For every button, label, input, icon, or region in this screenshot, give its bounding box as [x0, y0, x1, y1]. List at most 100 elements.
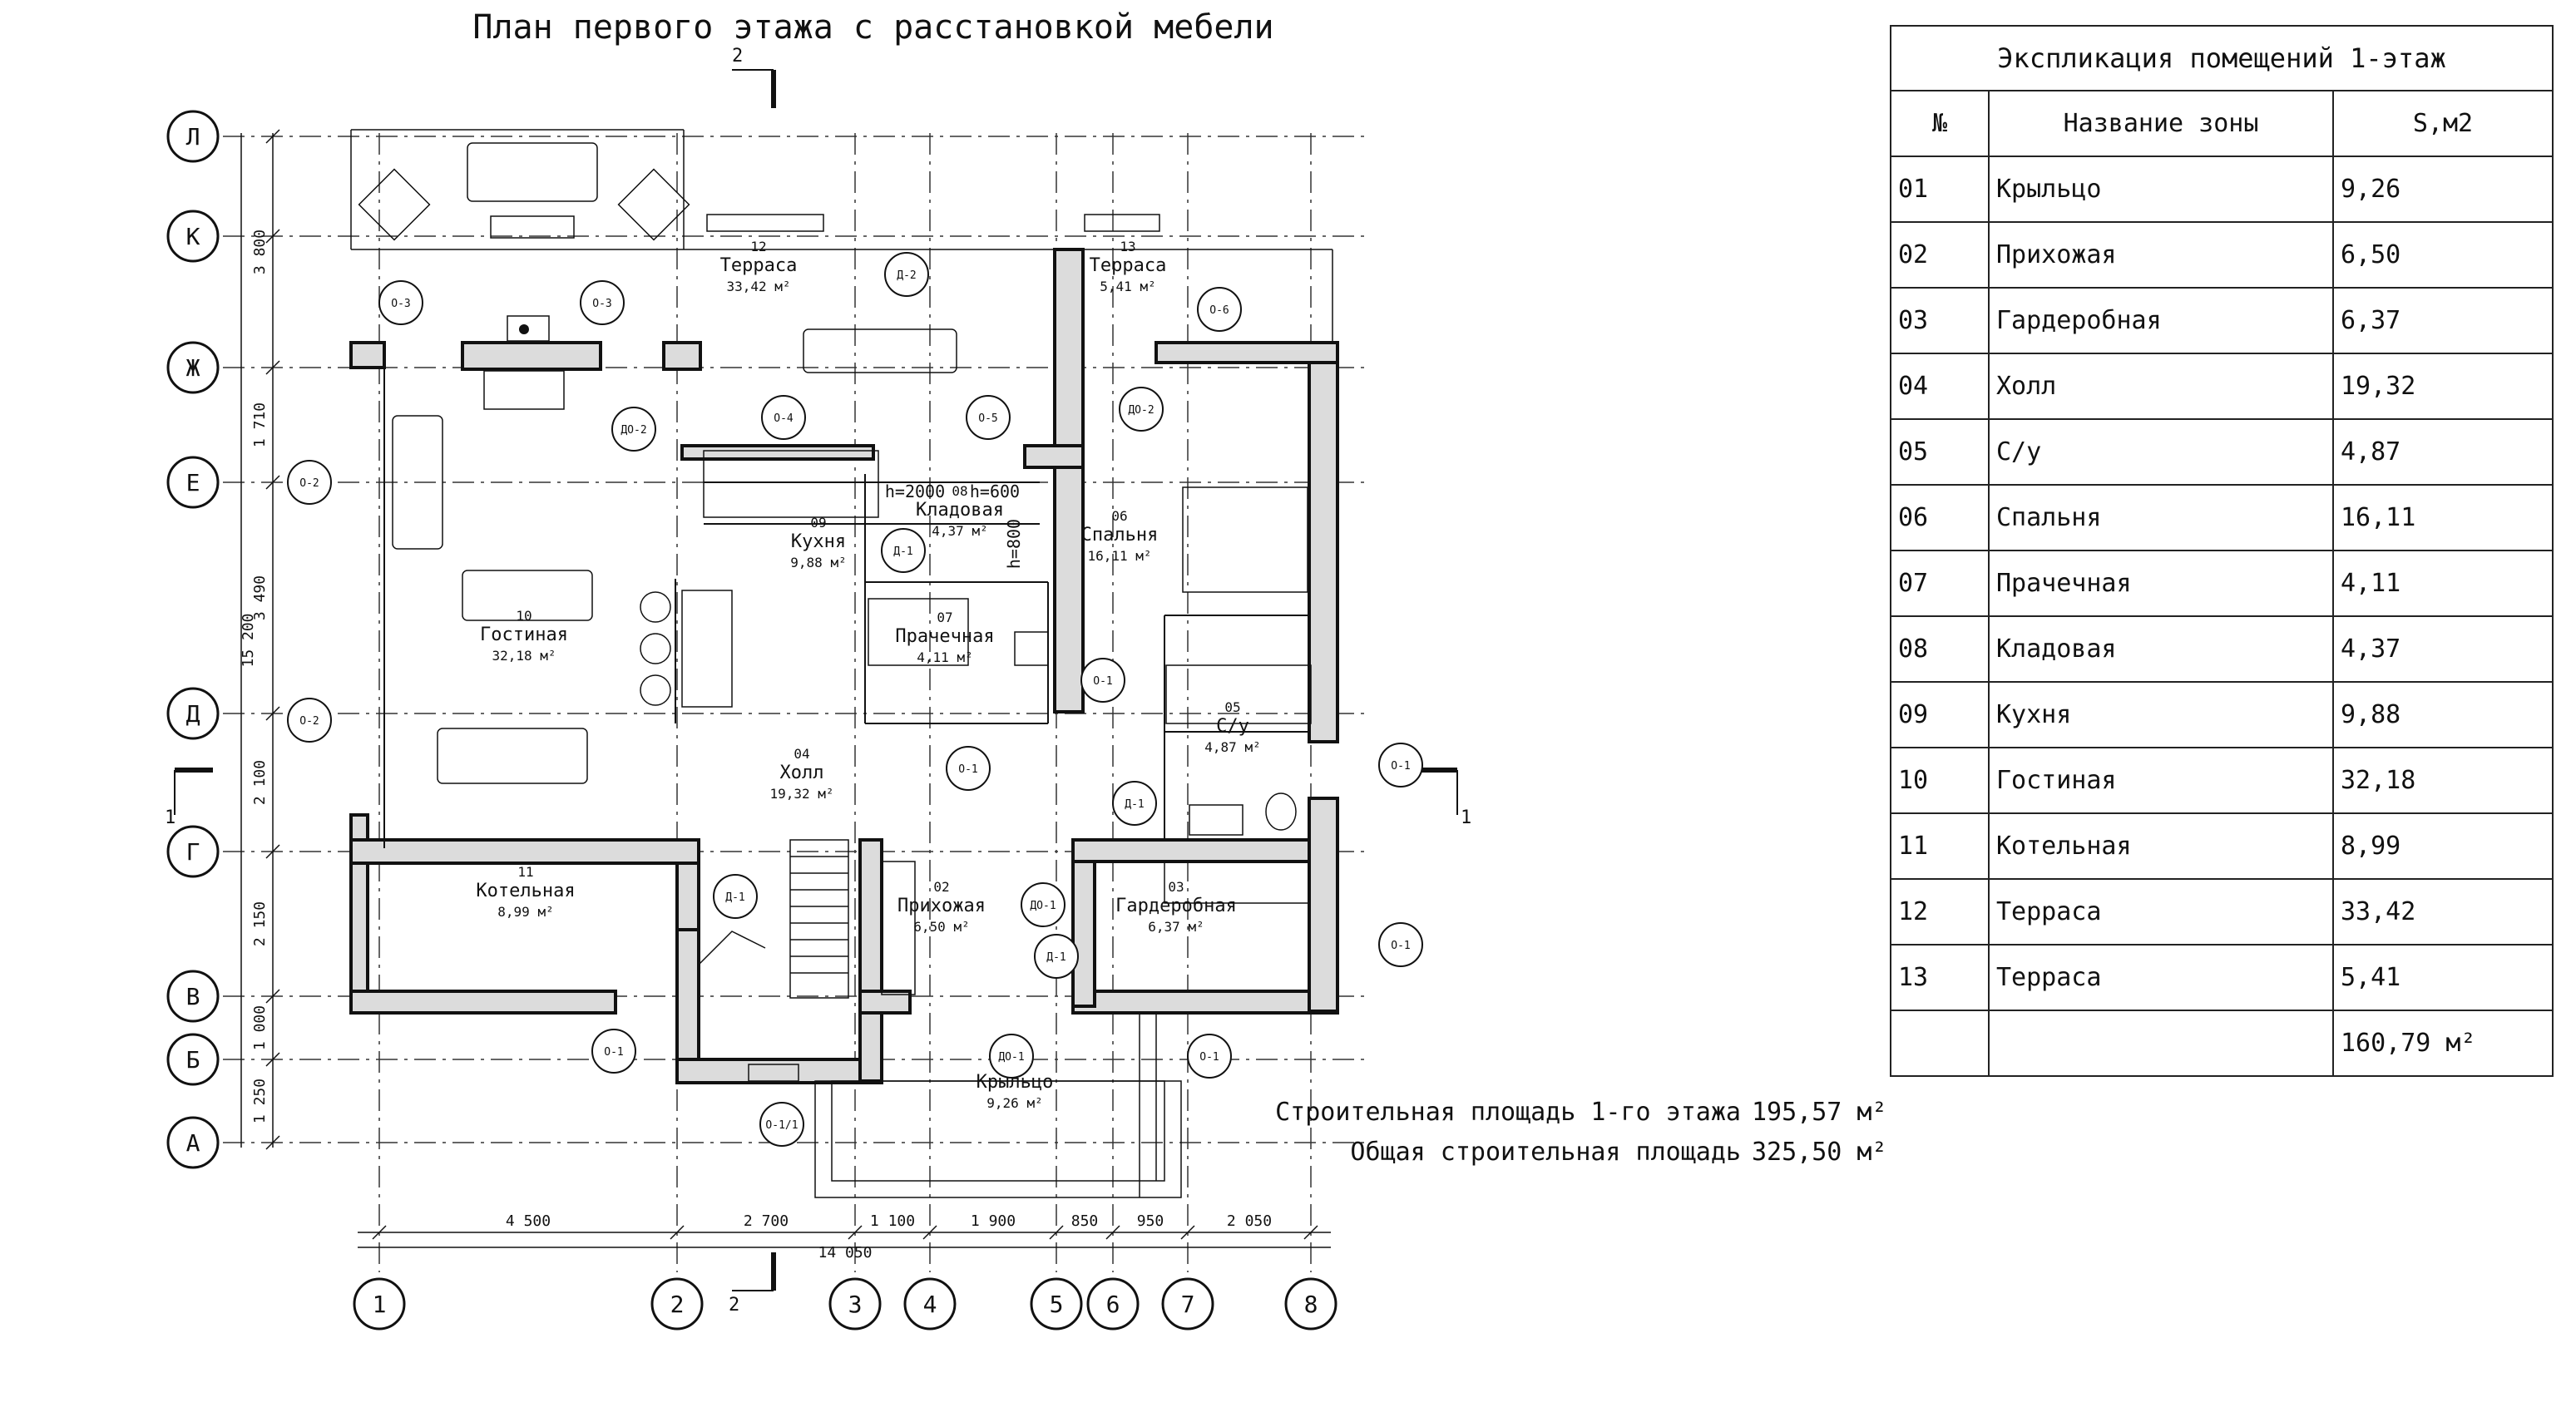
room-number: 11 — [517, 864, 533, 880]
exterior-walls — [349, 248, 1339, 1084]
bottom-dimension: 2 050 — [1227, 1212, 1272, 1230]
schedule-cell-name: Холл — [1988, 353, 2334, 420]
svg-text:О-1: О-1 — [1391, 940, 1410, 952]
schedule-cell-no: 04 — [1890, 353, 1990, 420]
schedule-cell-name: Прихожая — [1988, 221, 2334, 289]
row-axis-label: Д — [186, 700, 200, 728]
schedule-cell-no: 08 — [1890, 615, 1990, 683]
col-axis-bubble — [1284, 1277, 1337, 1331]
schedule-cell-name: Крыльцо — [1988, 156, 2334, 223]
bottom-dimension: 850 — [1071, 1212, 1099, 1230]
col-axis-bubble — [353, 1277, 406, 1331]
col-name-header: Название зоны — [1988, 90, 2334, 157]
left-dimension: 2 150 — [251, 901, 269, 946]
interior-partitions — [383, 349, 1309, 848]
opening-mark: ДО-1 — [1021, 882, 1066, 927]
opening-mark: ДО-1 — [989, 1034, 1034, 1079]
room-area: 5,41 м² — [1100, 279, 1155, 294]
room-number: 07 — [937, 610, 952, 625]
schedule-cell-no: 06 — [1890, 484, 1990, 551]
room-name: Гардеробная — [1115, 896, 1237, 916]
schedule-cell-area: 8,99 — [2332, 812, 2554, 880]
room-name: Прихожая — [897, 896, 986, 916]
room-number: 13 — [1120, 239, 1135, 254]
col-axis-label: 3 — [848, 1291, 863, 1318]
svg-text:Д-1: Д-1 — [1125, 798, 1144, 811]
opening-mark: О-5 — [966, 395, 1011, 440]
bottom-dimension: 1 900 — [971, 1212, 1016, 1230]
svg-text:2: 2 — [732, 46, 743, 67]
room-name: Кладовая — [916, 500, 1004, 521]
schedule-cell-name: Котельная — [1988, 812, 2334, 880]
schedule-cell-area: 9,26 — [2332, 156, 2554, 223]
row-axis-label: В — [186, 983, 200, 1010]
schedule-cell-area: 4,87 — [2332, 418, 2554, 486]
svg-text:Д-1: Д-1 — [893, 546, 912, 558]
svg-text:О-1: О-1 — [1093, 675, 1112, 688]
room-schedule-table: Экспликация помещений 1-этаж № Название … — [1890, 25, 2554, 1077]
room-area: 6,37 м² — [1148, 919, 1204, 935]
schedule-cell-area: 4,37 — [2332, 615, 2554, 683]
row-axis-bubble — [166, 456, 220, 509]
opening-mark: Д-1 — [713, 874, 758, 919]
row-axis-label: Е — [186, 469, 200, 496]
build-area-value: 195,57 м² — [1752, 1098, 1887, 1127]
schedule-cell-no: 07 — [1890, 550, 1990, 617]
row-axis-label: Ж — [186, 354, 200, 382]
row-axis-bubble — [166, 1116, 220, 1169]
overall-dimension: 14 050 — [818, 1244, 872, 1261]
svg-text:Д-2: Д-2 — [897, 269, 916, 282]
svg-text:О-6: О-6 — [1209, 304, 1229, 317]
opening-mark: О-1 — [1187, 1034, 1232, 1079]
room-number: 05 — [1224, 699, 1240, 715]
row-axis-bubble — [166, 970, 220, 1023]
opening-mark: О-6 — [1197, 287, 1242, 332]
svg-text:О-1/1: О-1/1 — [765, 1119, 798, 1132]
svg-text:О-4: О-4 — [774, 412, 794, 425]
opening-mark: ДО-2 — [611, 407, 656, 452]
schedule-cell-no: 10 — [1890, 747, 1990, 814]
row-axis-label: Г — [186, 838, 200, 866]
total-no — [1890, 1010, 1990, 1077]
left-dimension: 3 490 — [251, 575, 269, 620]
room-area: 4,37 м² — [932, 523, 987, 539]
opening-mark: О-3 — [378, 280, 423, 325]
col-axis-bubble — [650, 1277, 704, 1331]
total-area-label: Общая строительная площадь — [1350, 1138, 1741, 1167]
row-axis-bubble — [166, 210, 220, 263]
floor-plan-drawing: План первого этажа с расстановкой мебели… — [165, 8, 1471, 1331]
bottom-dimension: 1 100 — [870, 1212, 915, 1230]
schedule-cell-no: 09 — [1890, 681, 1990, 748]
col-axis-label: 4 — [923, 1291, 937, 1318]
left-dimension: 3 800 — [251, 230, 269, 274]
schedule-cell-name: Кладовая — [1988, 615, 2334, 683]
schedule-cell-area: 16,11 — [2332, 484, 2554, 551]
svg-text:ДО-1: ДО-1 — [1030, 900, 1056, 912]
staircase — [698, 839, 849, 999]
opening-mark: О-1/1 — [759, 1102, 804, 1147]
opening-mark: Д-2 — [884, 252, 929, 297]
col-axis-label: 7 — [1181, 1291, 1195, 1318]
room-number: 10 — [516, 608, 532, 624]
room-area: 19,32 м² — [769, 786, 833, 802]
opening-mark: Д-1 — [881, 528, 926, 573]
col-area-header: S,м2 — [2332, 90, 2554, 157]
schedule-cell-no: 03 — [1890, 287, 1990, 354]
schedule-cell-area: 4,11 — [2332, 550, 2554, 617]
plan-title: План первого этажа с расстановкой мебели — [472, 8, 1273, 47]
furniture — [358, 142, 1312, 995]
room-number: 12 — [750, 239, 766, 254]
height-tag: h=800 — [1004, 519, 1024, 569]
